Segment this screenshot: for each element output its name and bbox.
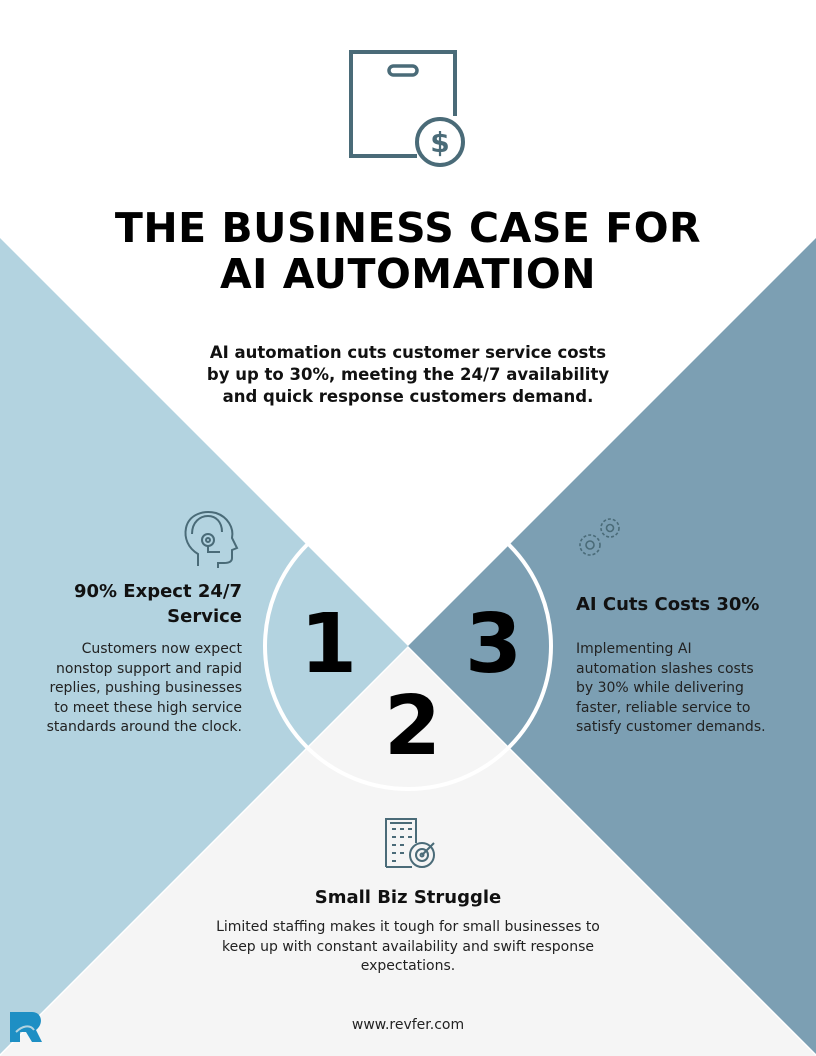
- title-line-1: THE BUSINESS CASE FOR: [114, 204, 702, 252]
- bottom-quadrant: [0, 648, 816, 1056]
- shopping-bag-dollar-icon: $: [349, 50, 465, 167]
- revfer-logo: [10, 1012, 42, 1042]
- point-1-text: Customers now expect nonstop support and…: [46, 641, 242, 735]
- title-line-2: AI AUTOMATION: [219, 250, 597, 298]
- number-2: 2: [384, 679, 442, 774]
- point-3-title: AI Cuts Costs 30%: [576, 594, 760, 615]
- intro-text: AI automation cuts customer service cost…: [206, 343, 610, 406]
- svg-text:$: $: [430, 126, 449, 159]
- footer-url[interactable]: www.revfer.com: [351, 1017, 465, 1033]
- right-quadrant: [408, 238, 816, 1054]
- building-target-icon: [385, 818, 435, 868]
- left-quadrant: [0, 238, 408, 1054]
- center-ring: [263, 501, 553, 791]
- point-1-title: 90% Expect 24/7 Service: [73, 581, 242, 627]
- headset-head-icon: [184, 511, 239, 568]
- point-2-text: Limited staffing makes it tough for smal…: [216, 919, 600, 974]
- gears-icon: [579, 518, 620, 556]
- point-2-title: Small Biz Struggle: [314, 887, 502, 908]
- number-3: 3: [465, 597, 523, 692]
- point-3-text: Implementing AI automation slashes costs…: [576, 641, 766, 735]
- number-1: 1: [300, 597, 358, 692]
